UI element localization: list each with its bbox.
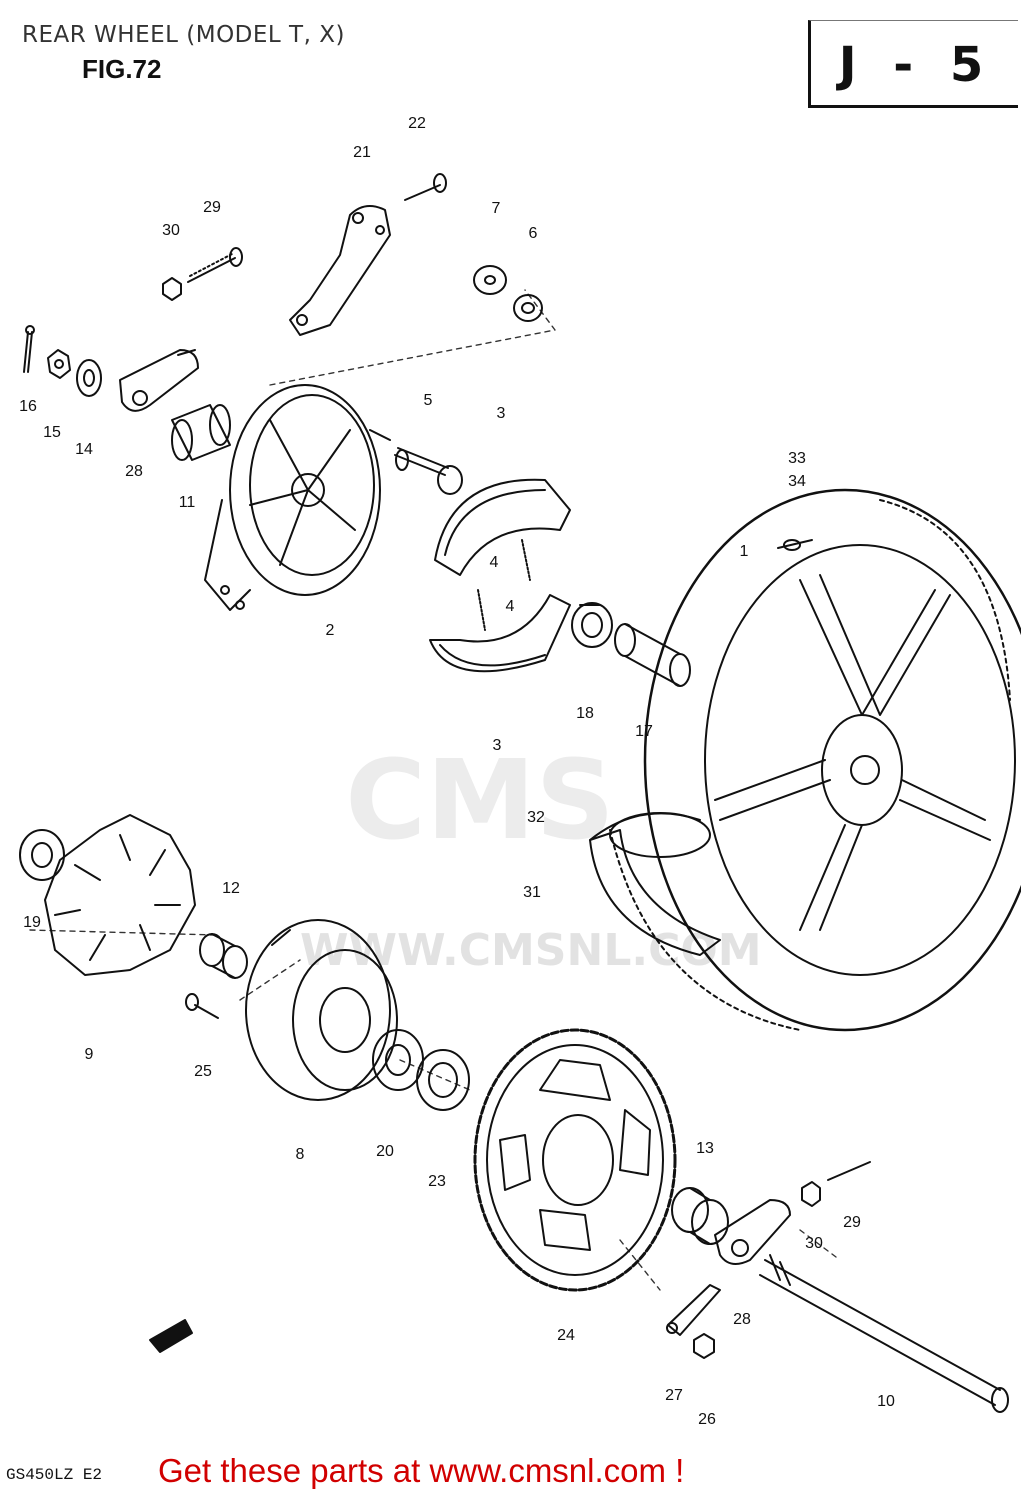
callout-29b: 29 — [843, 1214, 861, 1231]
nut-30b — [801, 1181, 821, 1207]
bolt-25 — [185, 993, 219, 1019]
nut-30 — [162, 277, 182, 301]
bolt-22 — [404, 173, 447, 201]
brake-shoe-upper-3 — [434, 478, 571, 576]
callout-33: 33 — [788, 450, 806, 467]
callout-23: 23 — [428, 1173, 446, 1190]
bolt-29b — [827, 1161, 871, 1181]
callout-16: 16 — [19, 398, 37, 415]
bolt-29 — [187, 247, 243, 283]
oil-seal-23 — [416, 1049, 470, 1111]
callout-31: 31 — [523, 884, 541, 901]
castle-nut-15 — [47, 349, 71, 379]
callout-28: 28 — [125, 463, 143, 480]
callout-28b: 28 — [733, 1311, 751, 1328]
callout-11: 11 — [178, 494, 196, 511]
spacer-12 — [199, 933, 248, 979]
callout-18: 18 — [576, 705, 594, 722]
washer-7 — [473, 265, 507, 295]
bearing-19 — [19, 829, 65, 881]
callout-17: 17 — [635, 723, 653, 740]
guide-lines — [29, 289, 841, 1291]
callout-3b: 3 — [492, 737, 502, 754]
model-code: GS450LZ E2 — [6, 1466, 103, 1484]
axle-10 — [759, 1254, 1009, 1413]
callout-5: 5 — [423, 392, 433, 409]
brake-shoe-lower-3 — [429, 594, 571, 673]
brake-cam-5 — [394, 447, 463, 495]
callout-32: 32 — [527, 809, 545, 826]
valve-33 — [777, 539, 813, 551]
section-code: J - 5 — [838, 37, 994, 93]
callout-34: 34 — [788, 473, 806, 490]
washer-14 — [76, 359, 102, 397]
callout-2: 2 — [325, 622, 335, 639]
callout-25: 25 — [194, 1063, 212, 1080]
lock-plate-27 — [666, 1284, 721, 1336]
section-code-box: J - 5 — [808, 20, 1018, 108]
inner-tube-32 — [609, 812, 711, 858]
callout-30: 30 — [162, 222, 180, 239]
page-title: REAR WHEEL (MODEL T, X) — [22, 22, 345, 48]
cotter-pin-16 — [23, 325, 35, 373]
brake-panel-2 — [204, 384, 391, 611]
callout-6: 6 — [528, 225, 538, 242]
callout-24: 24 — [557, 1327, 575, 1344]
nut-6 — [513, 294, 543, 322]
callout-3: 3 — [496, 405, 506, 422]
callout-14: 14 — [75, 441, 93, 458]
callout-4: 4 — [489, 554, 499, 571]
callout-7: 7 — [491, 200, 501, 217]
torque-arm-21 — [289, 205, 391, 336]
callout-21: 21 — [353, 144, 371, 161]
callout-4b: 4 — [505, 598, 515, 615]
callout-10: 10 — [877, 1393, 895, 1410]
callout-29: 29 — [203, 199, 221, 216]
callout-9: 9 — [84, 1046, 94, 1063]
callout-26: 26 — [698, 1411, 716, 1428]
rear-wheel-1 — [609, 488, 1021, 1032]
chain-adjuster-28b — [714, 1199, 791, 1265]
buy-parts-link[interactable]: Get these parts at www.cmsnl.com ! — [158, 1452, 685, 1489]
callout-12: 12 — [222, 880, 240, 897]
sprocket-24 — [473, 1028, 677, 1292]
figure-number: FIG.72 — [82, 54, 162, 84]
bearing-18 — [571, 602, 613, 648]
callout-22: 22 — [408, 115, 426, 132]
callout-19: 19 — [23, 914, 41, 931]
front-arrow-icon — [149, 1319, 193, 1353]
bearing-20 — [372, 1029, 424, 1091]
callout-20: 20 — [376, 1143, 394, 1160]
spacer-17 — [614, 623, 691, 687]
spring-4 — [477, 539, 531, 631]
nut-26 — [693, 1333, 715, 1359]
callout-1: 1 — [739, 543, 749, 560]
callout-27: 27 — [665, 1387, 683, 1404]
callout-15: 15 — [43, 424, 61, 441]
cush-drive-9 — [44, 814, 196, 976]
sprocket-carrier-8 — [245, 919, 398, 1101]
callout-13: 13 — [696, 1140, 714, 1157]
chain-adjuster-28 — [119, 349, 199, 412]
callout-8: 8 — [295, 1146, 305, 1163]
callout-30b: 30 — [805, 1235, 823, 1252]
watermark-brand: CMS — [345, 736, 615, 864]
spacer-11 — [171, 404, 231, 461]
spacer-13 — [671, 1187, 729, 1245]
